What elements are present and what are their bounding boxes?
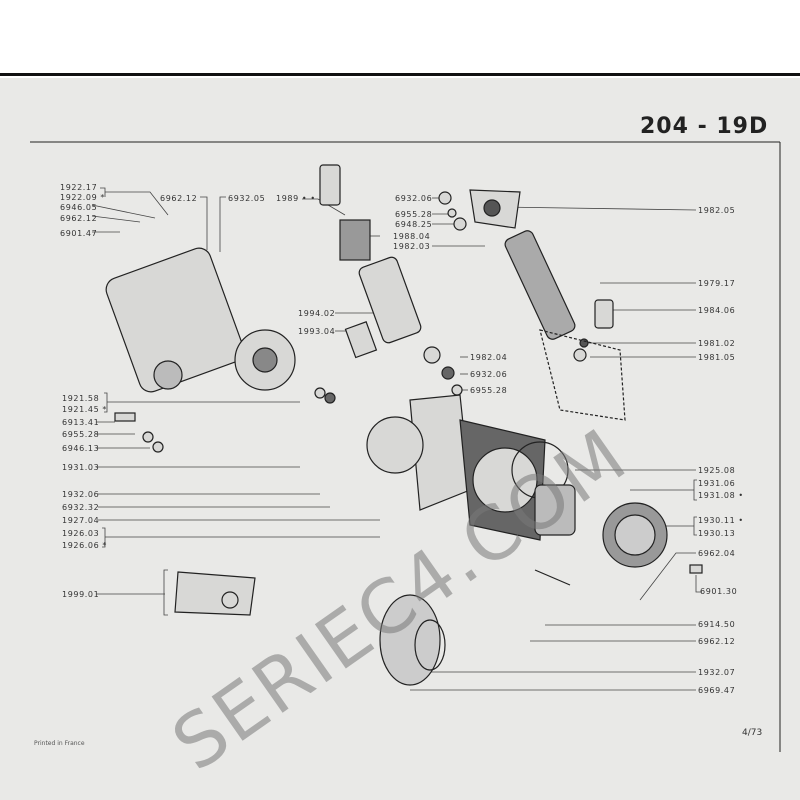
part-label: 6962.12 [160,194,198,203]
part-label: 1931.06 [698,479,736,488]
part-label: 6955.28 [62,430,100,439]
part-label: 1922.09 * [60,193,106,202]
part-label: 1979.17 [698,279,736,288]
parts-drawings [105,164,703,686]
part-label: 1981.05 [698,353,736,362]
part-label: 1930.13 [698,529,736,538]
part-label: 6948.25 [395,220,433,229]
part-label: 1982.04 [470,353,508,362]
part-label: 1984.06 [698,306,736,315]
part-label: 1925.08 [698,466,736,475]
part-label: 1930.11 • [698,516,744,525]
part-label: 1982.03 [393,242,431,251]
part-label: 1932.06 [62,490,100,499]
part-label: 6932.06 [470,370,508,379]
part-label: 6932.05 [228,194,266,203]
part-label: 6914.50 [698,620,736,629]
scan-top-band [0,0,800,76]
part-label: 6946.13 [62,444,100,453]
part-label: 1994.02 [298,309,336,318]
part-label: 1993.04 [298,327,336,336]
part-label: 6962.12 [60,214,98,223]
part-label: 1921.58 [62,394,100,403]
part-label: 1932.07 [698,668,736,677]
part-label: 1922.17 [60,183,98,192]
part-label: 1926.03 [62,529,100,538]
part-label: 6969.47 [698,686,736,695]
part-label: 1931.03 [62,463,100,472]
printed-in-france: Printed in France [34,740,85,747]
leader-lines [91,187,702,691]
part-label: 1982.05 [698,206,736,215]
part-label: 6962.04 [698,549,736,558]
part-label: 1927.04 [62,516,100,525]
page-number: 4/73 [742,728,763,738]
part-label: 6932.06 [395,194,433,203]
part-label: 1999.01 [62,590,100,599]
part-label: 1981.02 [698,339,736,348]
part-label: 6962.12 [698,637,736,646]
part-label: 1988.04 [393,232,431,241]
part-label: 6946.05 [60,203,98,212]
page-frame [30,141,781,752]
page-title: 204 - 19D [640,114,769,139]
part-label: 6955.28 [470,386,508,395]
part-label: 1926.06 * [62,541,108,550]
part-label: 6901.30 [700,587,738,596]
part-label: 6955.28 [395,210,433,219]
part-label: 6901.47 [60,229,98,238]
part-label: 1931.08 • [698,491,744,500]
part-label: 6913.41 [62,418,100,427]
part-label: 1989 • • [276,194,316,203]
part-label: 1921.45 * [62,405,108,414]
part-label: 6932.32 [62,503,100,512]
